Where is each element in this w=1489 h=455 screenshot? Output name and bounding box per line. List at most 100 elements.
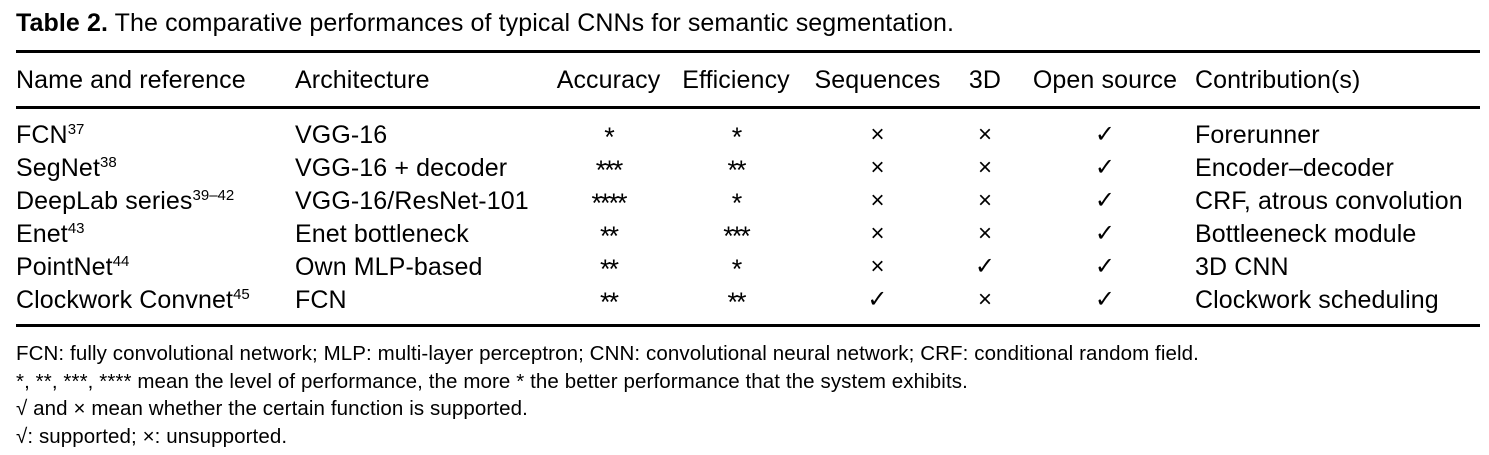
star-rating: ** bbox=[599, 221, 619, 251]
col-header-contributions: Contribution(s) bbox=[1195, 51, 1480, 109]
cell-sequences: × bbox=[800, 151, 955, 184]
cross-mark: × bbox=[870, 154, 885, 181]
table-row: PointNet44 Own MLP-based ** * × ✓ ✓ 3D C… bbox=[16, 250, 1480, 285]
col-header-open-source: Open source bbox=[1015, 51, 1195, 109]
check-mark: ✓ bbox=[1094, 286, 1116, 313]
cell-efficiency: ** bbox=[672, 151, 800, 185]
cell-3d: × bbox=[955, 151, 1015, 184]
cross-mark: × bbox=[977, 154, 993, 181]
cell-open-source: ✓ bbox=[1015, 151, 1195, 184]
citation-ref: 43 bbox=[67, 219, 85, 237]
footnote-abbreviations: FCN: fully convolutional network; MLP: m… bbox=[16, 342, 1199, 365]
cell-efficiency: * bbox=[672, 184, 800, 218]
table-caption: Table 2. The comparative performances of… bbox=[16, 8, 1480, 38]
cell-contribution: 3D CNN bbox=[1195, 252, 1289, 281]
cross-mark: × bbox=[870, 220, 885, 247]
cell-contribution: CRF, atrous convolution bbox=[1195, 186, 1463, 215]
cell-architecture: VGG-16/ResNet-101 bbox=[295, 186, 529, 215]
table-footnotes: FCN: fully convolutional network; MLP: m… bbox=[16, 340, 1480, 450]
col-header-accuracy: Accuracy bbox=[545, 51, 672, 109]
footnote-mark-definition: √: supported; ×: unsupported. bbox=[16, 424, 288, 448]
cell-architecture: VGG-16 bbox=[295, 120, 388, 149]
cell-efficiency: * bbox=[672, 108, 800, 152]
cnn-comparison-table: Name and reference Architecture Accuracy… bbox=[16, 50, 1480, 327]
cell-efficiency: * bbox=[672, 250, 800, 284]
citation-ref: 38 bbox=[100, 153, 117, 171]
check-mark: ✓ bbox=[1094, 220, 1116, 247]
check-mark: ✓ bbox=[1094, 253, 1116, 280]
table-row: Enet43 Enet bottleneck ** *** × × ✓ Bott… bbox=[16, 217, 1480, 252]
cell-3d: ✓ bbox=[955, 250, 1015, 283]
citation-ref: 37 bbox=[67, 120, 85, 138]
table-row: DeepLab series39–42 VGG-16/ResNet-101 **… bbox=[16, 184, 1480, 219]
citation-ref: 39–42 bbox=[192, 186, 235, 204]
cell-architecture: FCN bbox=[295, 285, 347, 314]
star-rating: * bbox=[731, 254, 742, 284]
cell-name: SegNet38 bbox=[16, 151, 295, 184]
cell-3d: × bbox=[955, 108, 1015, 152]
cross-mark: × bbox=[977, 187, 993, 214]
table-row: SegNet38 VGG-16 + decoder *** ** × × ✓ E… bbox=[16, 151, 1480, 186]
star-rating: *** bbox=[723, 221, 750, 251]
cell-name: DeepLab series39–42 bbox=[16, 184, 295, 217]
cell-name: FCN37 bbox=[16, 108, 295, 152]
model-name: Enet bbox=[16, 219, 68, 248]
cell-sequences: × bbox=[800, 250, 955, 283]
check-mark: ✓ bbox=[1094, 187, 1116, 214]
check-mark: ✓ bbox=[1094, 154, 1116, 181]
cell-sequences: × bbox=[800, 184, 955, 217]
cell-accuracy: ** bbox=[545, 283, 672, 326]
cell-accuracy: *** bbox=[545, 151, 672, 185]
cell-accuracy: **** bbox=[545, 184, 672, 218]
cell-name: Enet43 bbox=[16, 217, 295, 250]
col-header-efficiency: Efficiency bbox=[672, 51, 800, 109]
cell-accuracy: ** bbox=[545, 250, 672, 284]
citation-ref: 44 bbox=[112, 252, 130, 270]
cell-contribution: Clockwork scheduling bbox=[1195, 285, 1439, 314]
cell-efficiency: *** bbox=[672, 217, 800, 251]
col-header-name-and-reference: Name and reference bbox=[16, 51, 295, 109]
cell-accuracy: ** bbox=[545, 217, 672, 251]
cross-mark: × bbox=[977, 121, 993, 148]
star-rating: **** bbox=[591, 188, 627, 218]
cell-name: PointNet44 bbox=[16, 250, 295, 283]
check-mark: ✓ bbox=[867, 286, 888, 313]
model-name: FCN bbox=[16, 120, 68, 149]
check-mark: ✓ bbox=[974, 253, 996, 280]
citation-ref: 45 bbox=[233, 285, 250, 303]
cell-name: Clockwork Convnet45 bbox=[16, 283, 295, 326]
model-name: PointNet bbox=[16, 252, 113, 281]
cross-mark: × bbox=[870, 253, 885, 280]
model-name: Clockwork Convnet bbox=[16, 285, 234, 314]
cell-open-source: ✓ bbox=[1015, 283, 1195, 326]
cell-3d: × bbox=[955, 217, 1015, 250]
model-name: SegNet bbox=[16, 153, 100, 182]
table-caption-label: Table 2. bbox=[16, 9, 109, 37]
star-rating: ** bbox=[599, 254, 619, 284]
cell-sequences: × bbox=[800, 217, 955, 250]
cell-3d: × bbox=[955, 283, 1015, 326]
star-rating: * bbox=[604, 122, 614, 152]
star-rating: *** bbox=[595, 155, 623, 185]
star-rating: ** bbox=[599, 287, 619, 317]
table-row: Clockwork Convnet45 FCN ** ** ✓ × ✓ Cloc… bbox=[16, 283, 1480, 326]
cell-architecture: VGG-16 + decoder bbox=[295, 153, 508, 182]
cell-3d: × bbox=[955, 184, 1015, 217]
cell-contribution: Forerunner bbox=[1195, 120, 1320, 149]
cross-mark: × bbox=[977, 286, 993, 313]
model-name: DeepLab series bbox=[16, 186, 193, 215]
star-rating: ** bbox=[727, 287, 746, 317]
col-header-architecture: Architecture bbox=[295, 51, 545, 109]
col-header-sequences: Sequences bbox=[800, 51, 955, 109]
col-header-3d: 3D bbox=[955, 51, 1015, 109]
cell-open-source: ✓ bbox=[1015, 250, 1195, 283]
star-rating: * bbox=[731, 122, 742, 152]
footnote-mark-legend: √ and × mean whether the certain functio… bbox=[16, 397, 528, 420]
cell-efficiency: ** bbox=[672, 283, 800, 326]
header-row: Name and reference Architecture Accuracy… bbox=[16, 51, 1480, 109]
check-mark: ✓ bbox=[1094, 121, 1116, 148]
cell-sequences: ✓ bbox=[800, 283, 955, 326]
cell-sequences: × bbox=[800, 108, 955, 152]
cell-accuracy: * bbox=[545, 108, 672, 152]
